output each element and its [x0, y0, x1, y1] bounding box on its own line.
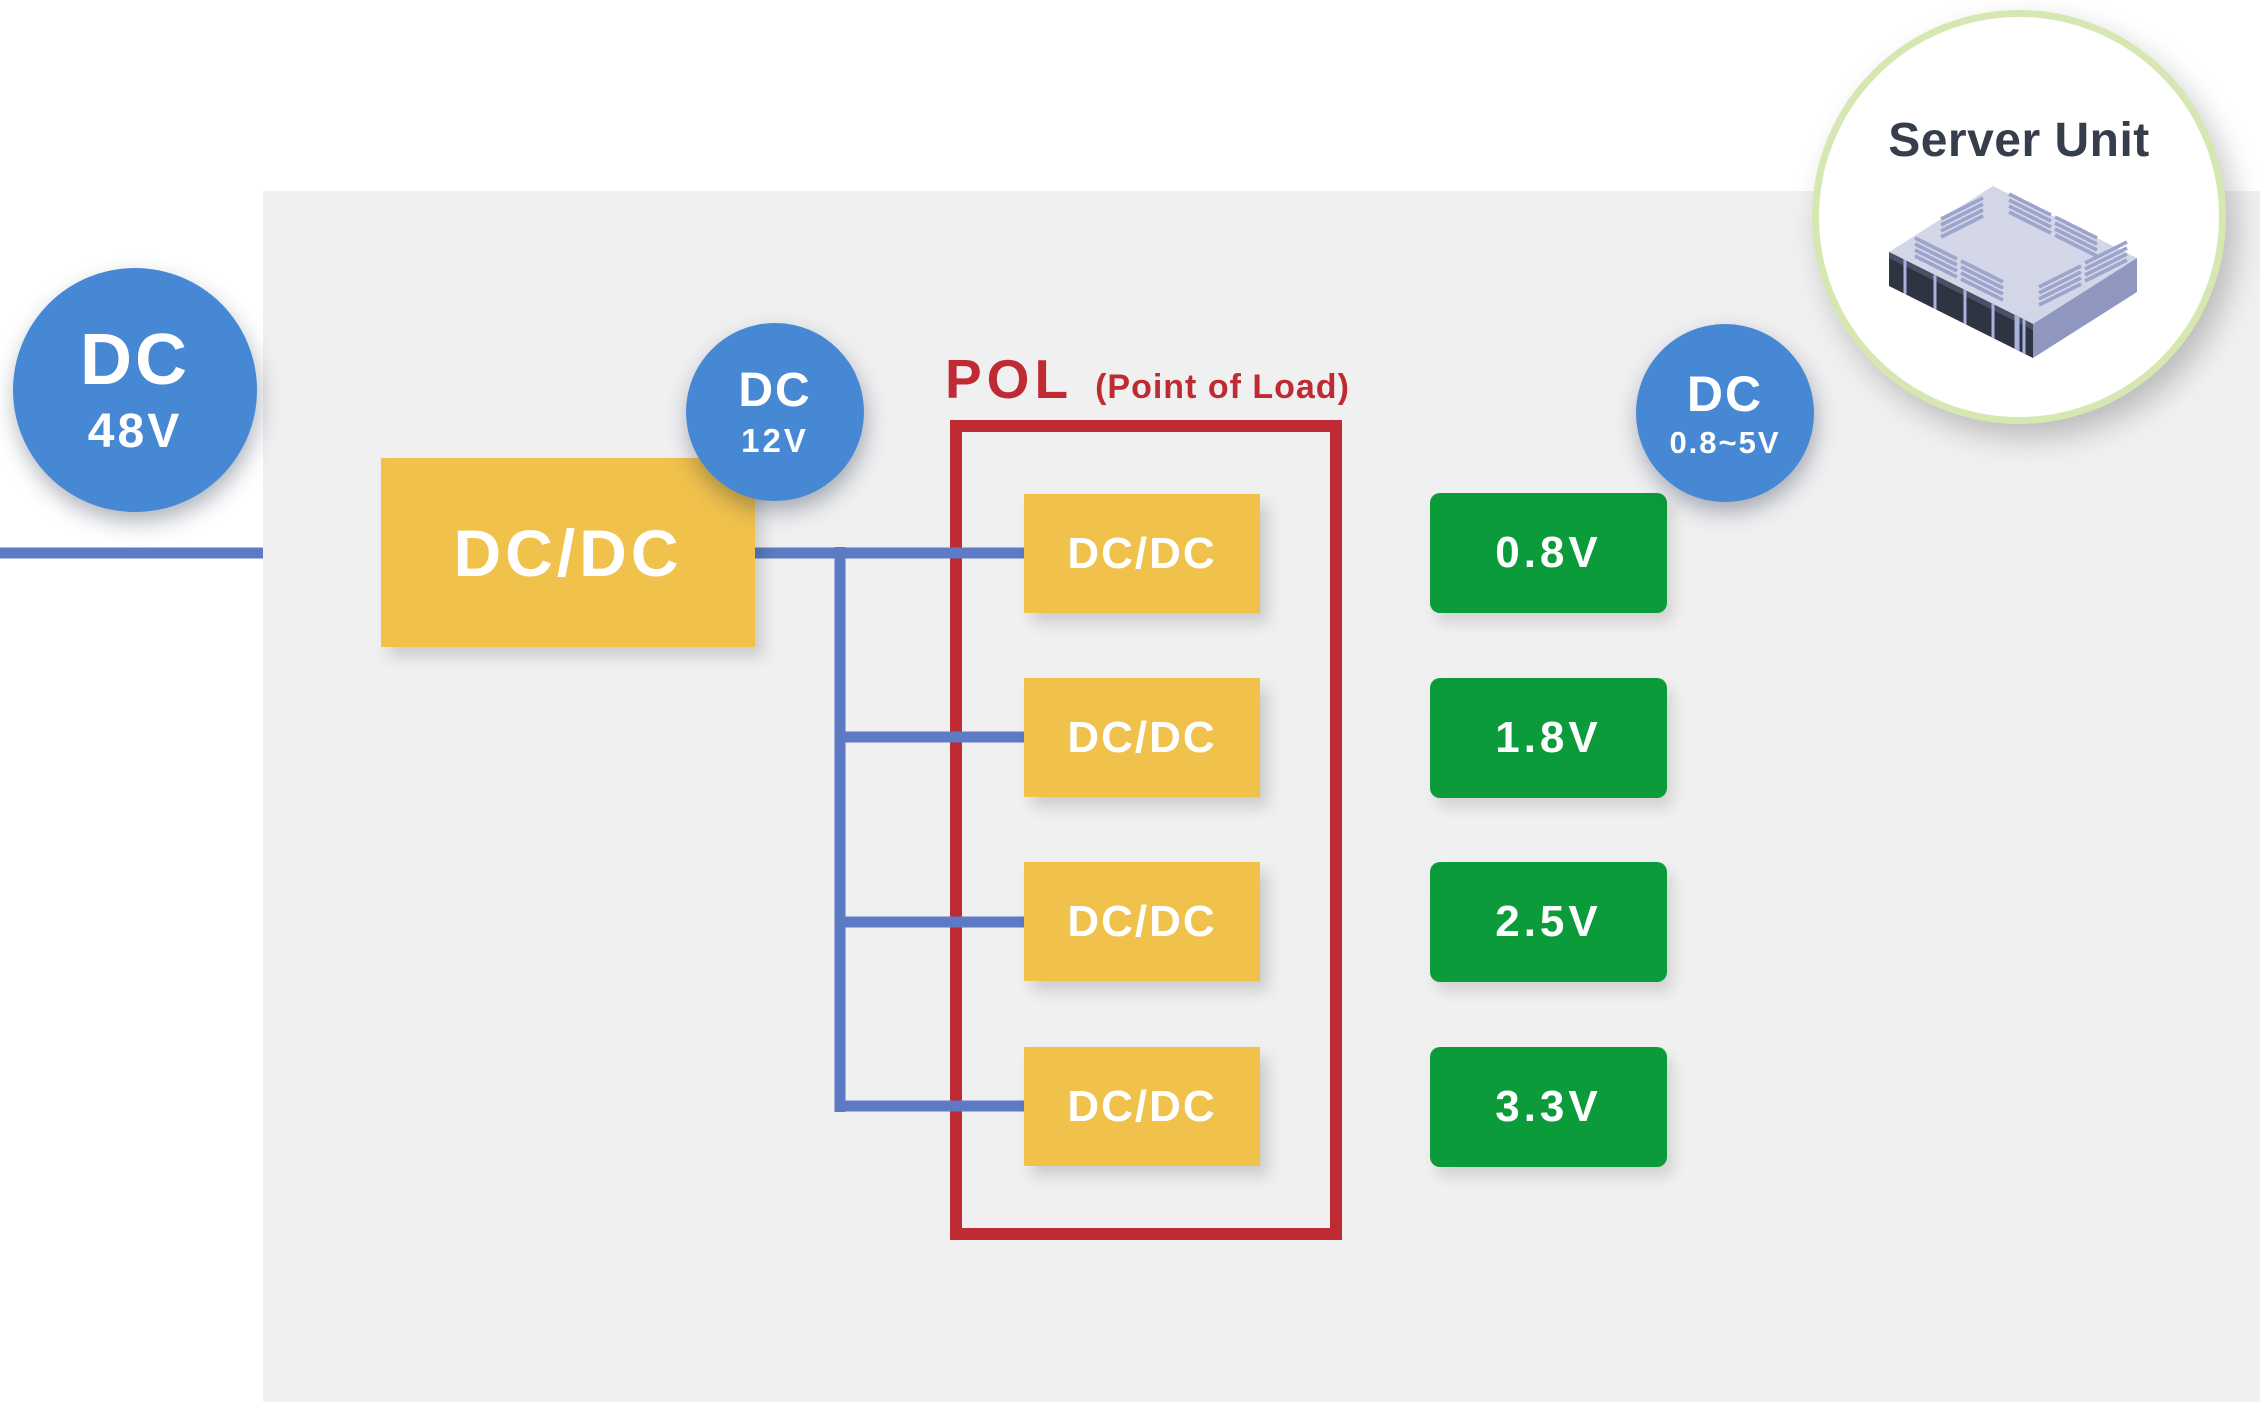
dc-12v-label: DC — [738, 364, 812, 417]
pol-dcdc-converter-4: DC/DC — [1024, 1047, 1260, 1166]
rail-label-1-8v: 1.8V — [1495, 713, 1602, 762]
rail-label-0-8v: 0.8V — [1495, 528, 1602, 577]
pol-dcdc-label-2: DC/DC — [1067, 712, 1217, 762]
pol-dcdc-label-3: DC/DC — [1067, 896, 1217, 946]
pol-subtitle: (Point of Load) — [1095, 368, 1350, 406]
dc-output-node: DC 0.8~5V — [1636, 324, 1814, 502]
dc-48v-label: DC — [80, 320, 190, 400]
pol-heading: POL (Point of Load) — [945, 348, 1349, 410]
pol-dcdc-converter-3: DC/DC — [1024, 862, 1260, 981]
dc-48v-value: 48V — [87, 405, 183, 458]
dc-output-value: 0.8~5V — [1669, 424, 1781, 460]
rail-label-3-3v: 3.3V — [1495, 1082, 1602, 1131]
main-dcdc-label: DC/DC — [453, 515, 683, 590]
rail-badge-0-8v: 0.8V — [1430, 493, 1667, 613]
pol-dcdc-converter-2: DC/DC — [1024, 678, 1260, 797]
pol-dcdc-converter-1: DC/DC — [1024, 494, 1260, 613]
main-dcdc-converter: DC/DC — [381, 458, 755, 647]
dc-output-label: DC — [1686, 365, 1764, 422]
server-unit-title: Server Unit — [1888, 114, 2150, 167]
dc-12v-node: DC 12V — [686, 323, 864, 501]
pol-title: POL — [945, 348, 1074, 410]
server-unit-icon — [1889, 186, 2137, 358]
rail-label-2-5v: 2.5V — [1495, 897, 1602, 946]
pol-dcdc-label-1: DC/DC — [1067, 528, 1217, 578]
rail-badge-2-5v: 2.5V — [1430, 862, 1667, 982]
pol-boundary — [950, 420, 1342, 1240]
rail-badge-3-3v: 3.3V — [1430, 1047, 1667, 1167]
server-unit-badge: Server Unit — [1812, 10, 2226, 424]
dc-48v-node: DC 48V — [13, 268, 257, 512]
dc-12v-value: 12V — [741, 422, 809, 459]
rail-badge-1-8v: 1.8V — [1430, 678, 1667, 798]
pol-dcdc-label-4: DC/DC — [1067, 1081, 1217, 1131]
